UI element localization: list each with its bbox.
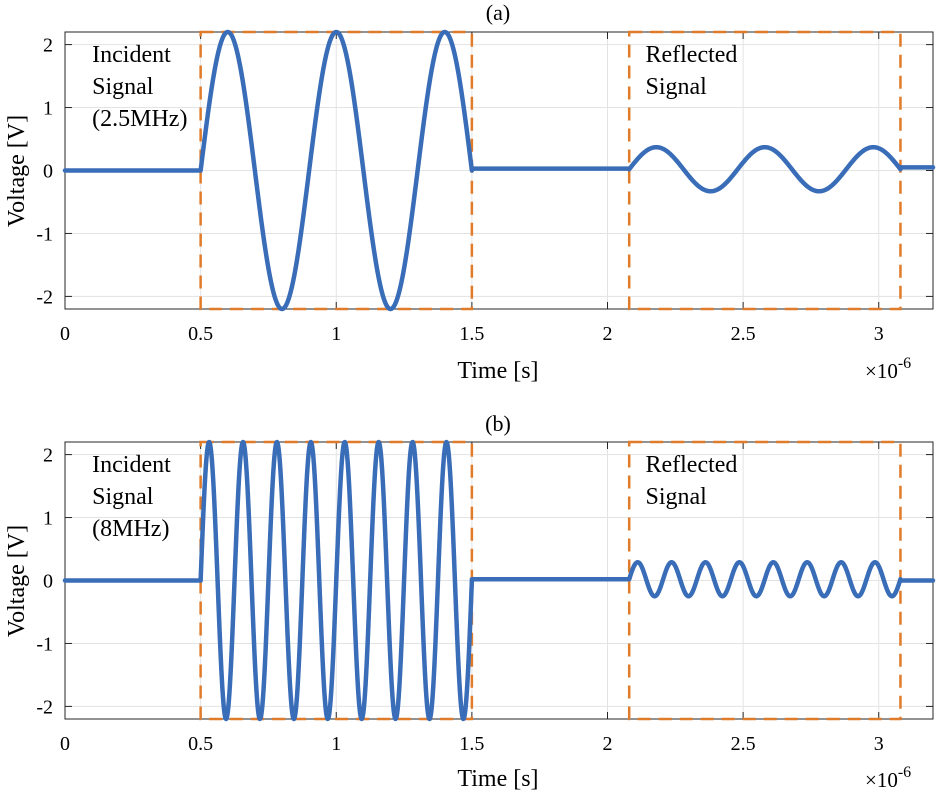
panel-a: (a) Voltage [V] Time [s] ×10-6 0 0.5 1 1.5 2… — [4, 0, 936, 384]
panel-a-title: (a) — [486, 0, 510, 25]
panel-b-xtick-label-5: 2.5 — [731, 733, 756, 755]
panel-b-xlabel: Time [s] — [457, 766, 538, 792]
panel-b-xtick-label-0: 0 — [60, 733, 70, 755]
panel-a-ylabel: Voltage [V] — [4, 115, 30, 227]
panel-a-xtick-label-3: 1.5 — [459, 323, 484, 345]
panel-b-ytick-label-3: 1 — [43, 508, 53, 530]
panel-b-x-exponent: ×10-6 — [865, 764, 911, 792]
panel-b-annotation-0-line-2: (8MHz) — [92, 516, 169, 542]
panel-b-ytick-label-4: 2 — [43, 445, 53, 467]
panel-b-xtick-label-1: 0.5 — [188, 733, 213, 755]
panel-a-ytick-label-1: -1 — [36, 223, 53, 245]
panel-a-ytick-label-0: -2 — [36, 286, 53, 308]
panel-b-ytick-label-0: -2 — [36, 696, 53, 718]
panel-a-ytick-label-4: 2 — [43, 35, 53, 57]
panel-b-xtick-label-3: 1.5 — [459, 733, 484, 755]
panel-a-x-exponent: ×10-6 — [865, 355, 911, 383]
panel-b-exp-power: -6 — [898, 764, 911, 781]
panel-a-annotation-0-line-0: Incident — [92, 42, 171, 68]
panel-b-xtick-label-2: 1 — [331, 733, 341, 755]
panel-b-annotation-0-line-0: Incident — [92, 452, 171, 478]
panel-b-ylabel: Voltage [V] — [4, 525, 30, 637]
panel-a-signal-line-0 — [62, 29, 936, 312]
panel-b-xtick-label-6: 3 — [874, 733, 884, 755]
panel-b-annotation-1-line-1: Signal — [645, 484, 707, 510]
panel-a-xtick-label-1: 0.5 — [188, 323, 213, 345]
panel-a-exp-power: -6 — [898, 355, 911, 372]
panel-a-annotation-0-line-1: Signal — [92, 74, 154, 100]
panel-a-xtick-label-2: 1 — [331, 323, 341, 345]
panel-a-xlabel: Time [s] — [457, 358, 538, 384]
panel-b-xtick-label-4: 2 — [603, 733, 613, 755]
panel-b-annotation-0-line-1: Signal — [92, 484, 154, 510]
panel-a-xtick-label-6: 3 — [874, 323, 884, 345]
panel-a-ytick-label-2: 0 — [43, 161, 53, 183]
panel-a-annotation-1-line-1: Signal — [645, 74, 707, 100]
panel-b-ytick-label-2: 0 — [43, 571, 53, 593]
panel-a-xtick-label-0: 0 — [60, 323, 70, 345]
panel-b: (b) Voltage [V] Time [s] ×10-6 0 0.5 1 1.5 2… — [4, 411, 936, 792]
panel-a-annotation-0-line-2: (2.5MHz) — [92, 106, 187, 132]
panel-b-title: (b) — [485, 411, 511, 436]
panel-b-exp-base: ×10 — [865, 768, 898, 792]
panel-b-ytick-label-1: -1 — [36, 633, 53, 655]
panel-a-xtick-label-5: 2.5 — [731, 323, 756, 345]
panel-b-annotation-1-line-0: Reflected — [645, 452, 737, 478]
panel-a-xtick-label-4: 2 — [603, 323, 613, 345]
panel-a-annotation-1-line-0: Reflected — [645, 42, 737, 68]
panel-a-ytick-label-3: 1 — [43, 98, 53, 120]
panel-a-exp-base: ×10 — [865, 359, 898, 383]
panel-b-signal-line-0 — [62, 439, 936, 722]
